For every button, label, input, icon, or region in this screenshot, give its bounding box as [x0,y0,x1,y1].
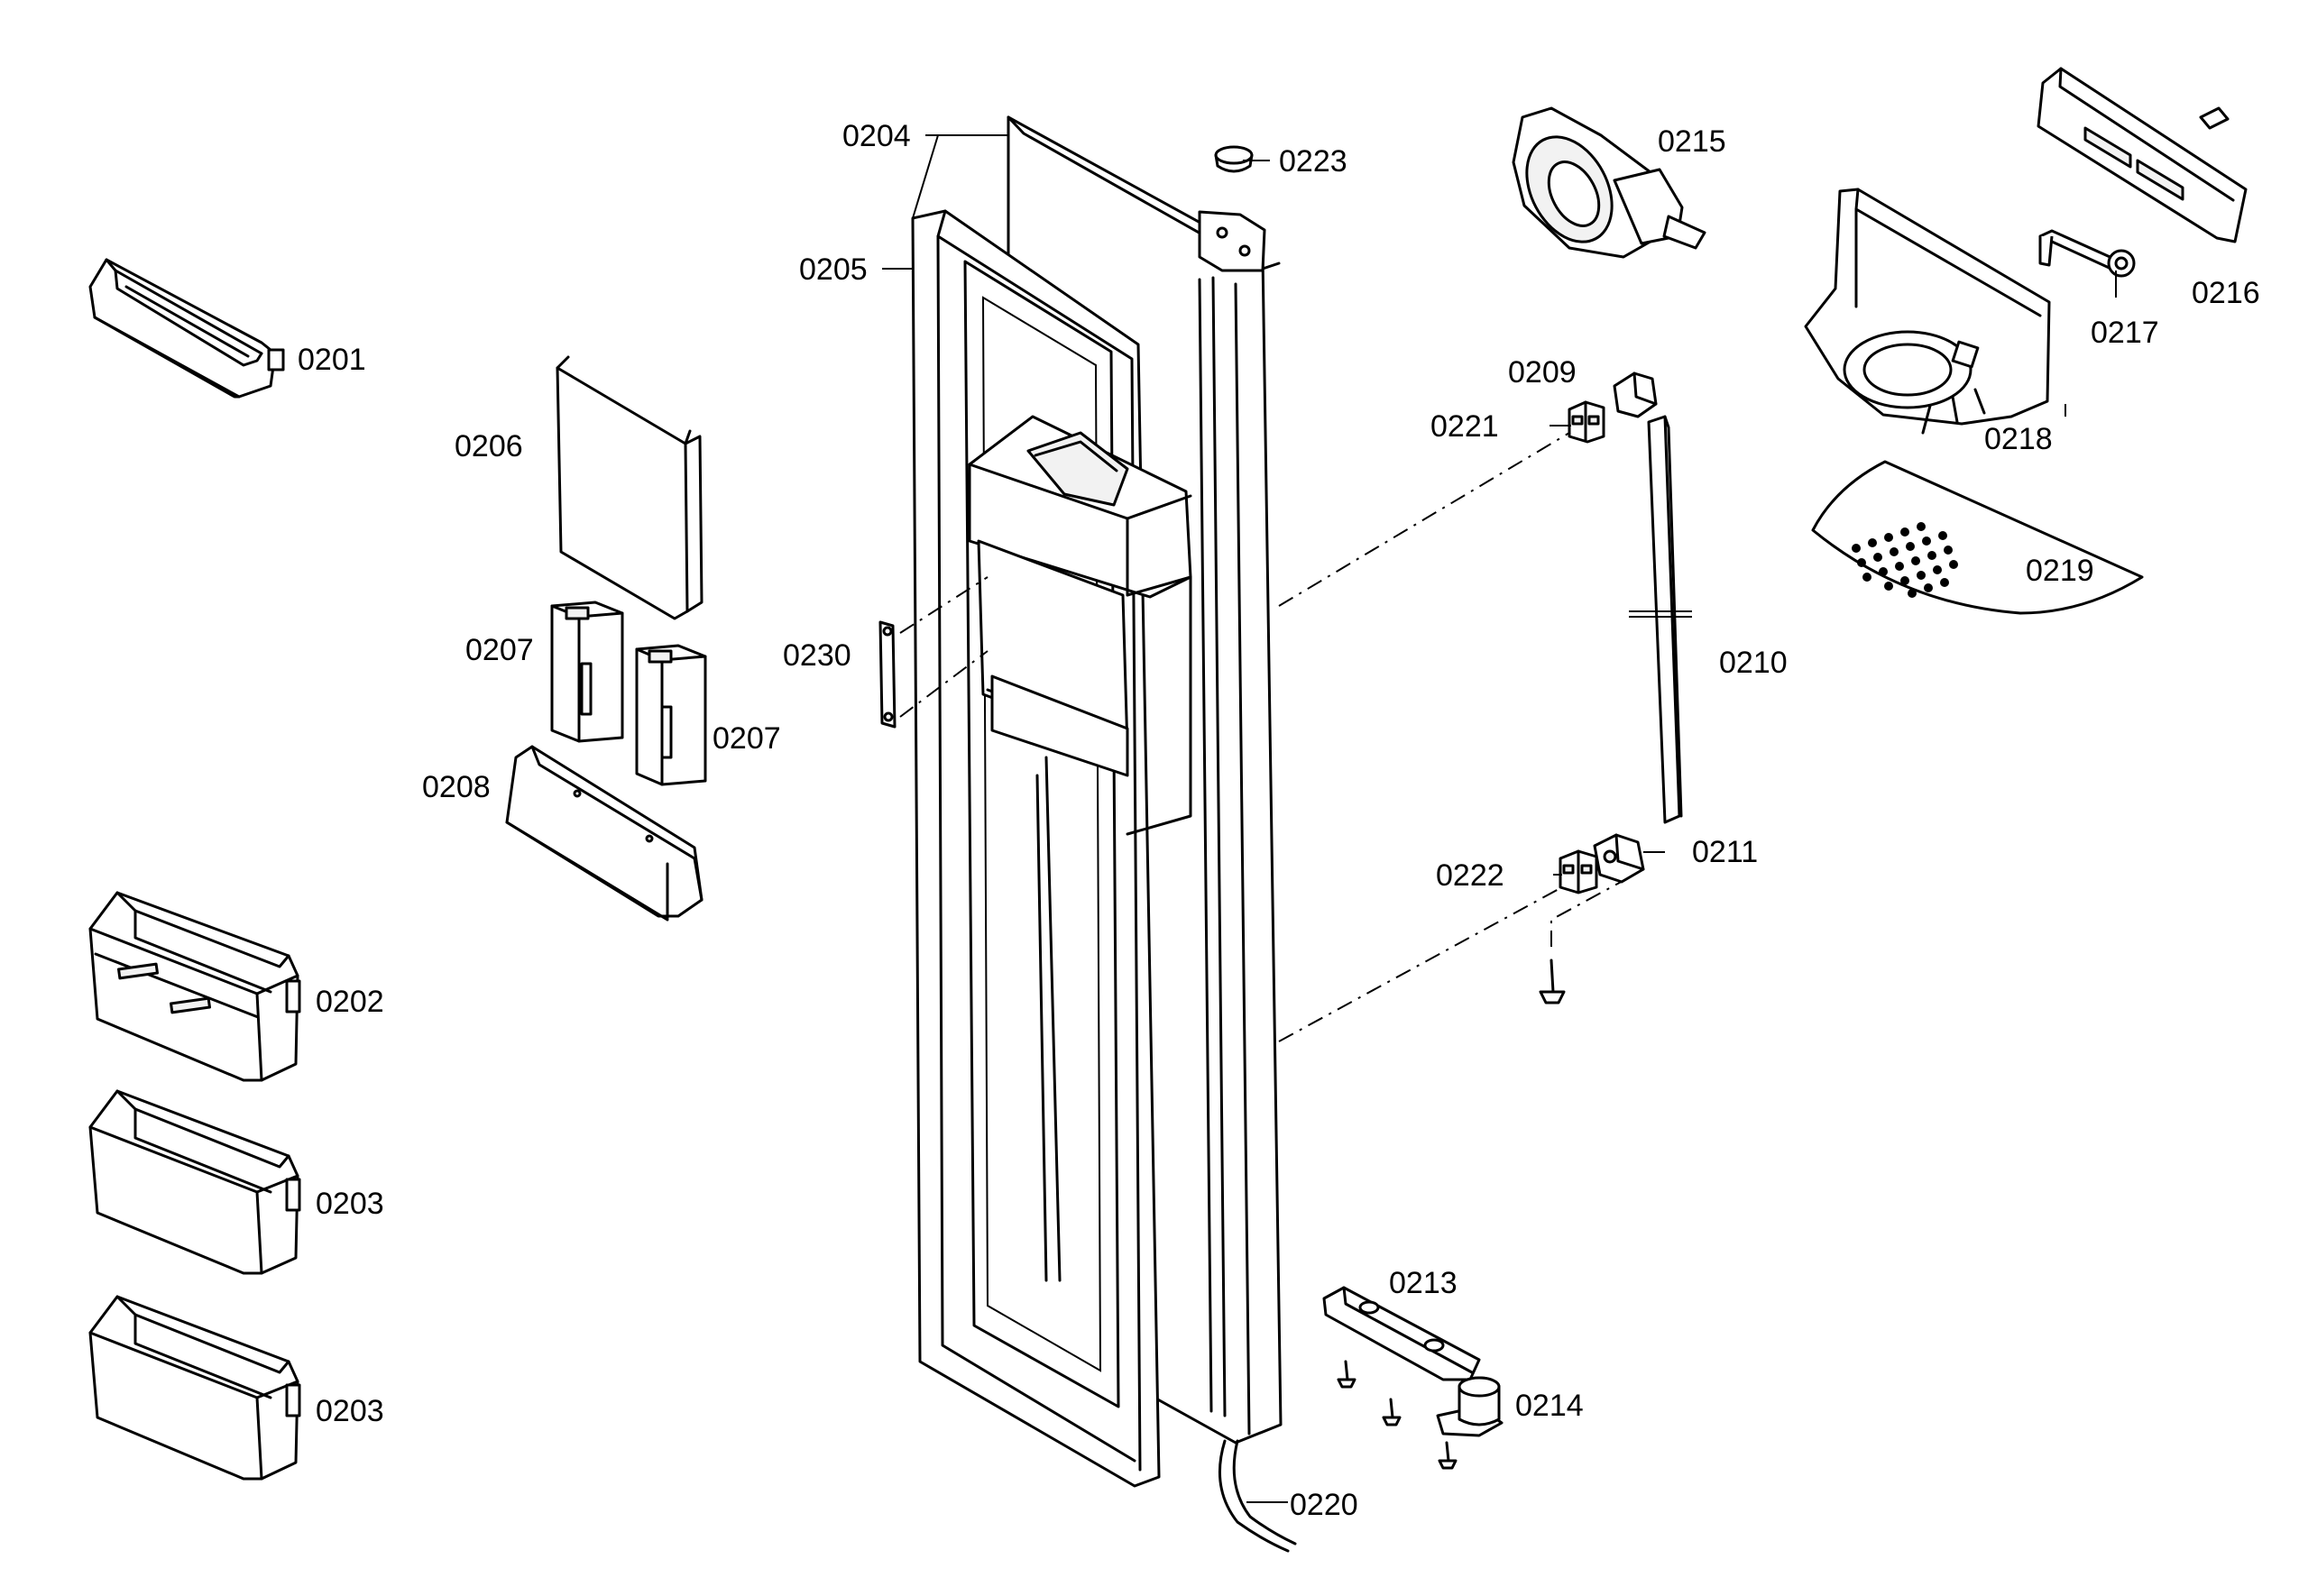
door-liner-0205 [911,209,1161,1488]
label-0211: 0211 [1692,835,1758,869]
dispenser-housing [968,415,1192,1282]
label-0203-lower: 0203 [316,1394,384,1428]
label-0205: 0205 [799,252,868,287]
label-0220: 0220 [1290,1488,1358,1522]
cartridge-0207-right [635,644,707,786]
pin-0217 [2038,229,2136,278]
label-0208: 0208 [422,770,491,804]
door-bin-0203-upper [88,1089,301,1275]
label-0217: 0217 [2091,316,2159,350]
label-0218: 0218 [1984,422,2053,456]
label-0214: 0214 [1515,1389,1584,1423]
holder-0208 [505,745,703,922]
door-bin-0201 [88,258,285,399]
hinge-block-0222 [1559,849,1598,894]
label-0210: 0210 [1719,646,1788,680]
cap-0223 [1214,145,1254,173]
screws-bottom [1337,1360,1458,1470]
label-0209: 0209 [1508,355,1577,390]
auger-motor-0215 [1512,106,1706,259]
label-0201: 0201 [298,343,366,377]
water-tube-0220 [1218,1439,1297,1553]
label-0221: 0221 [1430,409,1499,444]
label-0207-right: 0207 [713,721,781,756]
cartridge-0207-left [550,601,624,743]
label-0215: 0215 [1658,124,1726,159]
hinge-pin-0214 [1436,1376,1504,1437]
label-0207-left: 0207 [465,633,534,667]
screw-0211 [1539,959,1566,1004]
hinge-block-0221 [1568,400,1605,444]
gasket-strip-0210 [1629,415,1692,824]
label-0203-upper: 0203 [316,1187,384,1221]
part-0230 [878,576,989,729]
hinge-plate-0213 [1322,1286,1481,1381]
label-0204: 0204 [842,119,911,153]
label-0213: 0213 [1389,1266,1458,1300]
hinge-cover-0211 [1593,833,1645,884]
label-0222: 0222 [1436,858,1504,893]
bracket-0218 [1804,188,2051,435]
grille-0219 [1811,460,2144,615]
label-0230: 0230 [783,638,851,673]
label-0223: 0223 [1279,144,1347,179]
label-0216: 0216 [2192,276,2260,310]
label-0206: 0206 [455,429,523,463]
label-0202: 0202 [316,985,384,1019]
circuit-board-0216 [2037,67,2248,243]
hinge-cover-0209 [1613,371,1658,418]
door-bin-0203-lower [88,1295,301,1481]
cover-panel-0206 [556,355,703,620]
label-0219: 0219 [2026,554,2094,588]
door-bin-0202 [88,891,301,1082]
